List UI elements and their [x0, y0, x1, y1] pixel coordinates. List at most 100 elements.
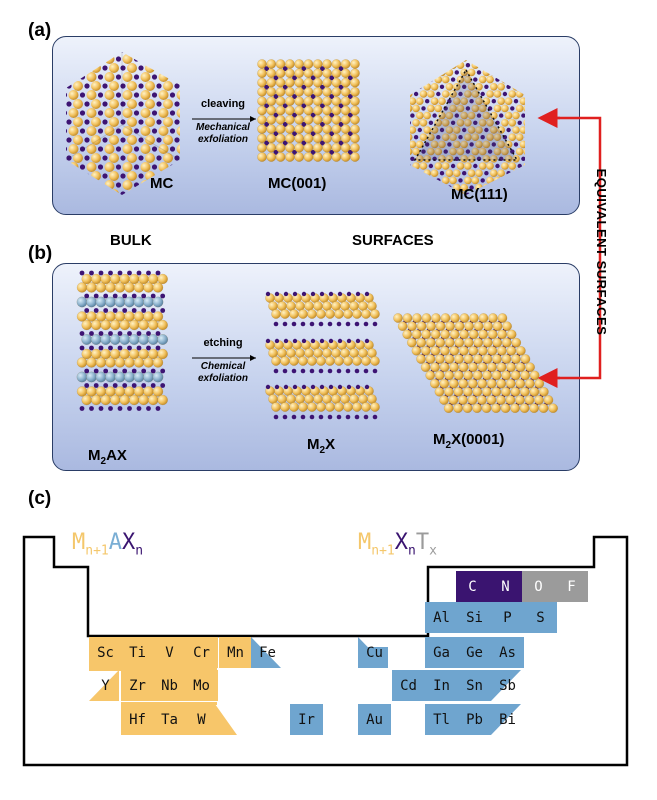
atom	[523, 104, 525, 113]
surfaces-section-label: SURFACES	[352, 232, 434, 249]
m2ax-x-atom	[117, 345, 123, 351]
atom	[519, 60, 525, 62]
element-pb: Pb	[466, 711, 483, 728]
m2x-sheet-3-x-atom	[319, 384, 325, 390]
element-w: W	[197, 711, 206, 728]
atom	[133, 146, 140, 152]
mc001-atom	[257, 59, 267, 69]
atom	[495, 163, 500, 169]
mc001-atom	[312, 142, 323, 153]
atom	[188, 182, 193, 187]
atom	[156, 101, 162, 107]
element-hf: Hf	[129, 711, 146, 728]
mc001-atom	[303, 105, 314, 116]
m2x-sheet-3-x-atom	[364, 384, 370, 390]
m2x0001-atom	[453, 386, 464, 397]
atom	[465, 62, 471, 68]
m2ax-a-atom	[119, 334, 131, 345]
atom	[145, 99, 155, 109]
mc001-atom	[331, 96, 342, 107]
atom	[449, 61, 457, 69]
atom	[416, 60, 424, 62]
atom	[460, 140, 469, 149]
atom	[486, 176, 494, 185]
atom	[542, 126, 550, 134]
m2x0001-atom	[449, 362, 459, 373]
equivalent-surfaces-label: EQUIVALENT SURFACES	[594, 168, 609, 336]
atom	[506, 84, 511, 90]
m2x0001-atom	[524, 395, 535, 405]
m2ax-x-atom	[93, 368, 99, 374]
atom	[542, 54, 550, 62]
mc001-x-atom	[320, 66, 325, 72]
atom	[419, 119, 428, 127]
atom	[122, 162, 133, 172]
atom	[458, 178, 463, 183]
cell-bg-n	[489, 571, 522, 602]
m2x-sheet-1-x-atom	[265, 291, 271, 297]
m2ax-x-atom	[93, 293, 99, 299]
atom	[467, 126, 476, 134]
atom	[151, 74, 158, 80]
atom	[91, 81, 101, 91]
atom	[410, 97, 417, 105]
atom	[163, 153, 173, 163]
m2ax-a-atom	[114, 371, 126, 383]
m2x0001-atom	[492, 337, 503, 348]
mc001-atom	[322, 68, 332, 79]
atom	[506, 171, 511, 176]
atom	[122, 72, 133, 82]
m2x0001-atom	[482, 386, 492, 397]
atom	[79, 164, 86, 170]
mc001-atom	[275, 152, 286, 162]
mc001-atom	[275, 142, 286, 153]
mc001-atom	[340, 59, 351, 69]
m2ax-x-atom	[160, 368, 166, 374]
atom	[480, 178, 485, 183]
atom	[73, 135, 83, 145]
atom	[174, 65, 180, 71]
atom	[469, 185, 474, 190]
m2x0001-atom	[430, 345, 441, 356]
atom	[542, 169, 550, 177]
atom	[91, 52, 101, 55]
atom	[97, 74, 104, 80]
m2x-sheet-1-atom	[343, 309, 353, 319]
m2ax-x-atom	[84, 293, 90, 299]
atom	[138, 137, 144, 143]
mc001-atom	[294, 133, 305, 144]
atom	[412, 75, 420, 84]
atom	[445, 169, 454, 177]
atom	[68, 108, 79, 118]
cell-bg-ta	[153, 704, 186, 735]
mc001-atom	[275, 59, 286, 69]
atom	[456, 61, 465, 69]
atom	[499, 70, 504, 75]
m2x0001-atom	[429, 378, 440, 389]
m2ax-m-atom	[86, 282, 97, 293]
atom	[158, 144, 169, 154]
element-v: V	[165, 644, 174, 661]
atom	[531, 119, 539, 127]
atom	[478, 147, 487, 156]
atom	[151, 56, 158, 62]
m2x0001-atom	[416, 354, 426, 364]
m2x0001-atom	[496, 378, 507, 389]
atom	[73, 63, 83, 73]
m2x0001-atom	[506, 329, 517, 340]
m2ax-m-atom	[147, 394, 159, 406]
m2x-sheet-3-x-atom	[292, 384, 298, 390]
atom	[493, 61, 502, 69]
atom	[456, 104, 465, 113]
atom	[510, 192, 515, 195]
m2x0001-atom	[393, 313, 403, 323]
atom	[68, 54, 79, 64]
m2ax-x-atom	[98, 270, 104, 276]
element-p: P	[503, 609, 512, 626]
atom	[120, 119, 126, 125]
periodic-table-outline	[22, 535, 629, 767]
atom	[79, 128, 86, 134]
m2x-sheet-2-atom	[370, 356, 380, 366]
element-cu: Cu	[366, 644, 383, 661]
atom	[447, 60, 452, 61]
